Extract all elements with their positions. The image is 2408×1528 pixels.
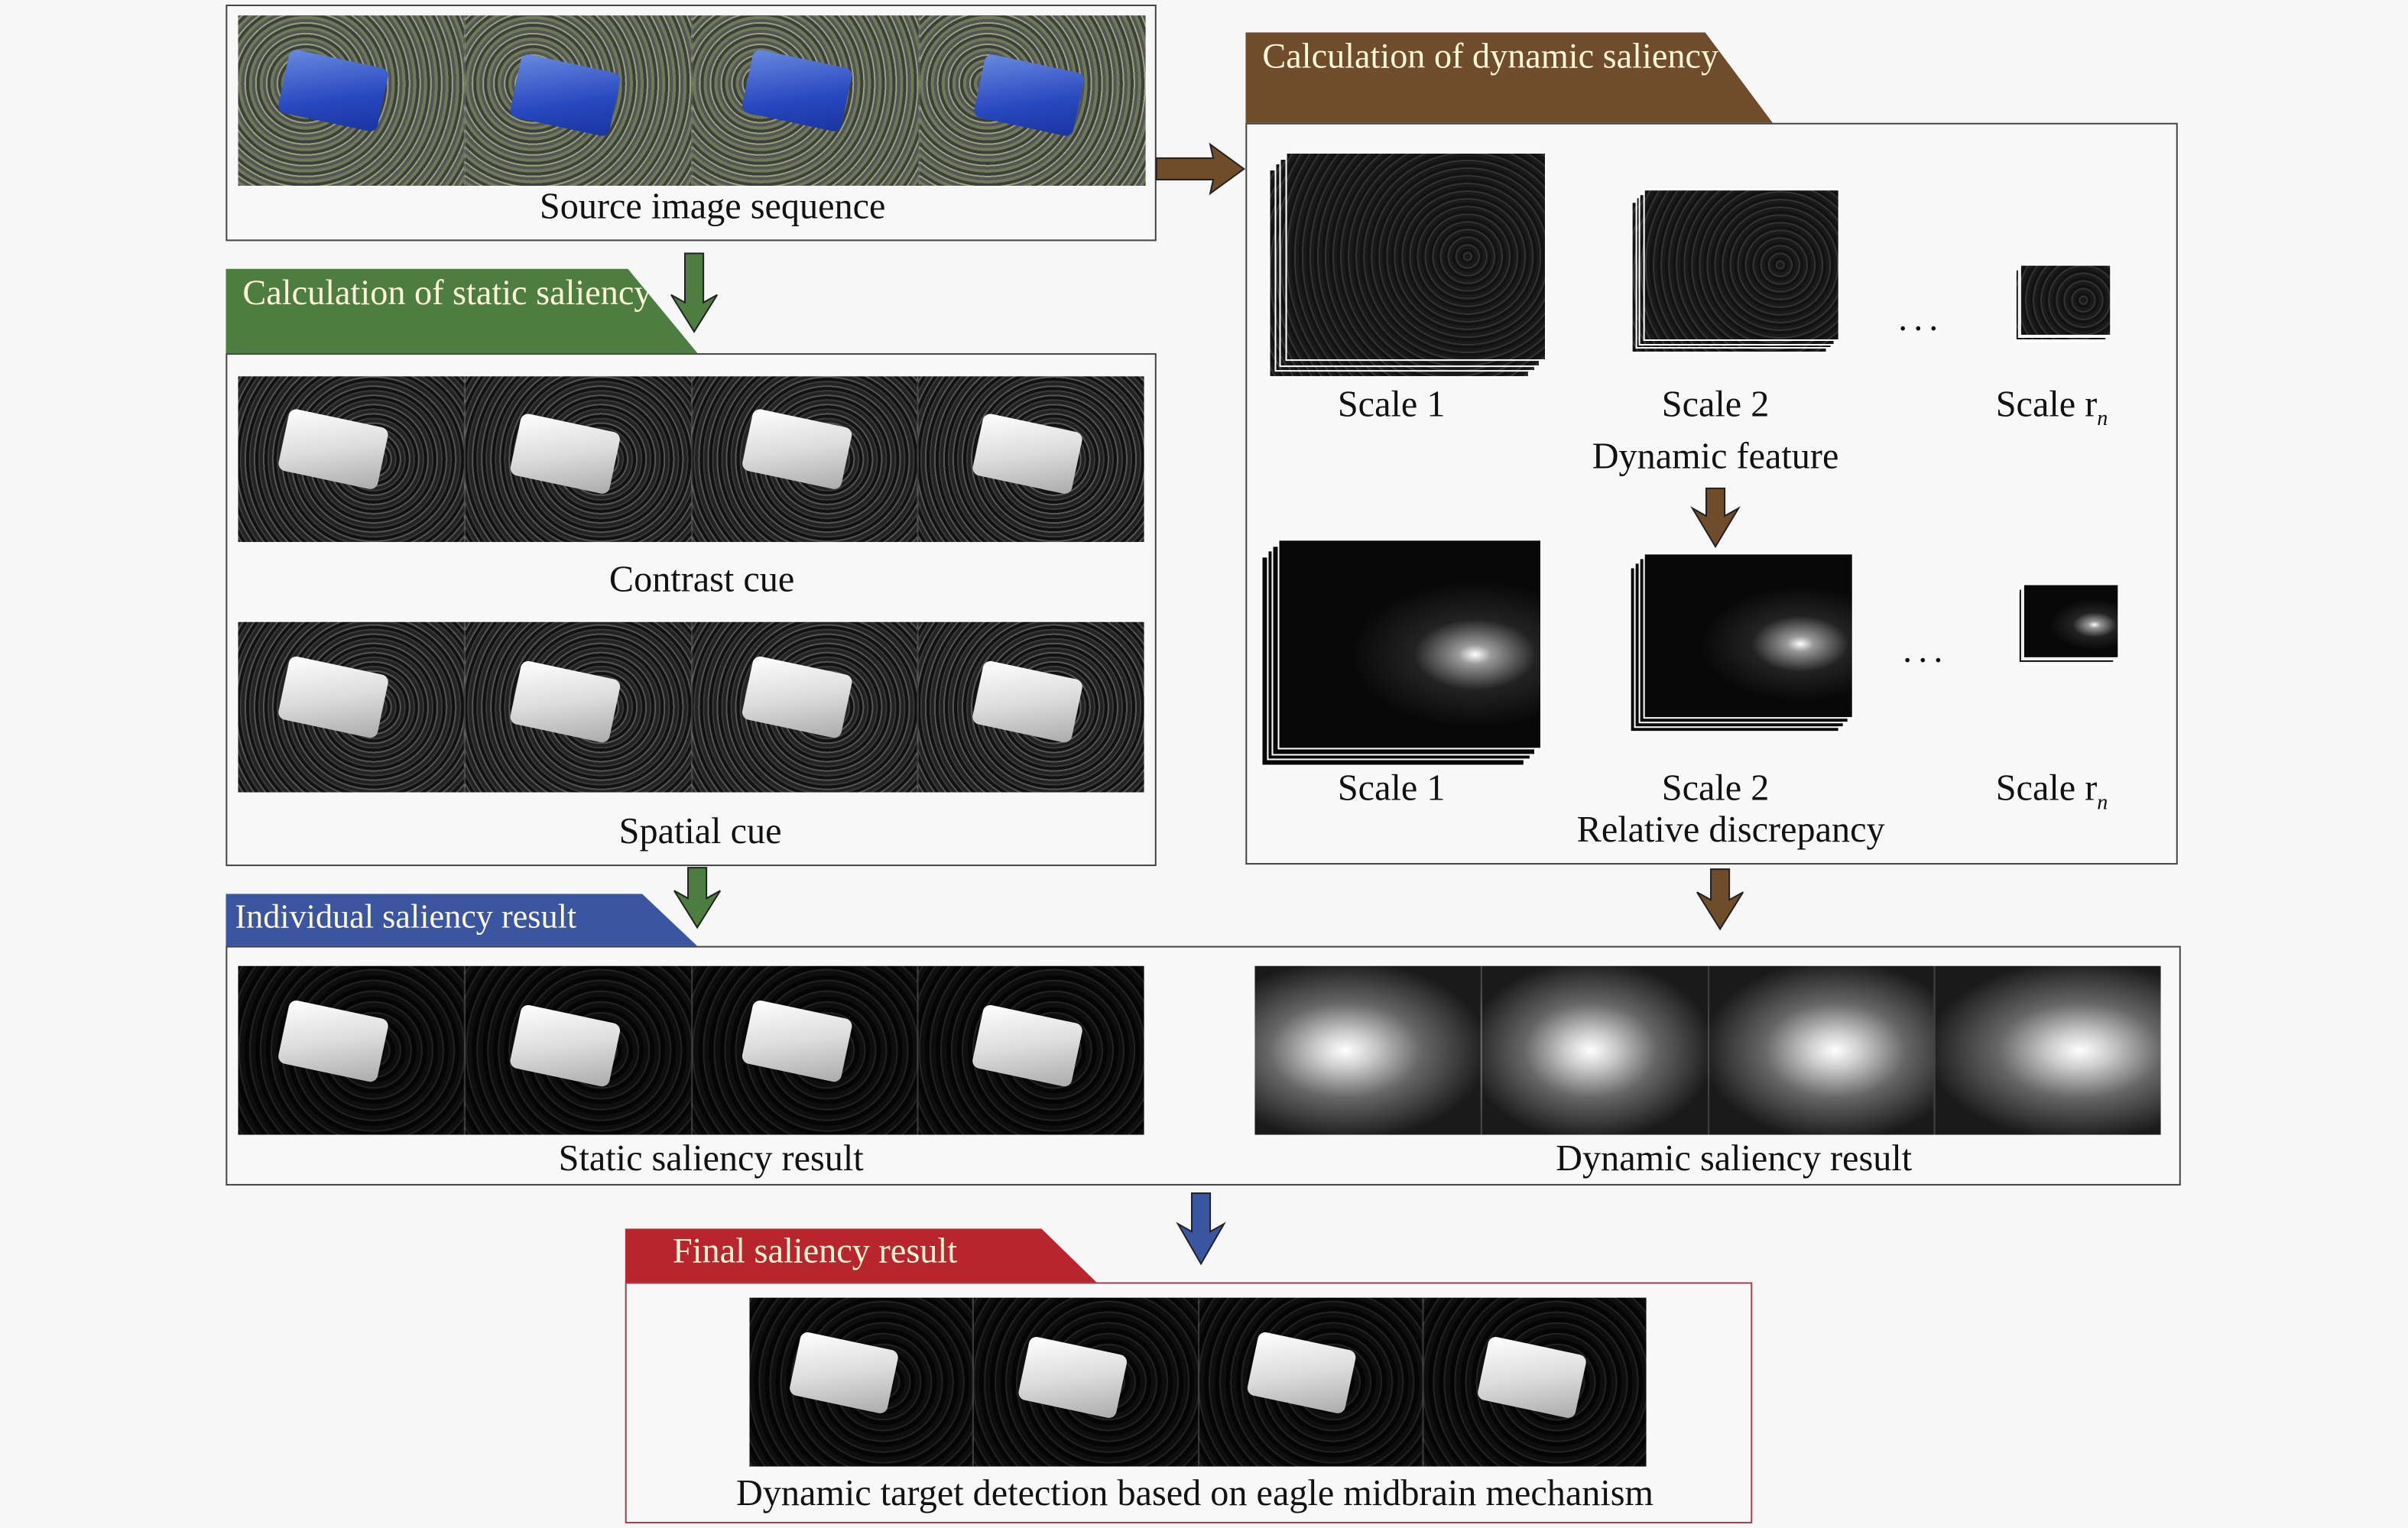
static-saliency-strip — [238, 965, 1144, 1135]
arrow-dynamic-to-individual — [1696, 868, 1744, 931]
source-caption: Source image sequence — [539, 187, 886, 228]
image-frame — [465, 15, 693, 187]
stack-layer — [1285, 151, 1547, 362]
discrepancy-scale-rn-label: Scale rn — [1996, 771, 2108, 816]
source-image-strip — [238, 15, 1146, 187]
image-frame — [465, 965, 693, 1135]
feature-stack-scale-rn — [2013, 264, 2112, 343]
scale-text: Scale r — [1995, 769, 2098, 809]
dynamic-saliency-strip — [1254, 965, 2161, 1135]
stack-layer — [1643, 553, 1854, 719]
static-saliency-caption: Static saliency result — [558, 1139, 864, 1179]
discrepancy-ellipsis: ... — [1903, 631, 1949, 671]
contrast-cue-caption: Contrast cue — [608, 560, 795, 601]
image-frame — [465, 376, 693, 543]
individual-section-header: Individual saliency result — [226, 894, 699, 948]
arrow-individual-to-final — [1176, 1192, 1226, 1266]
image-frame — [920, 15, 1146, 187]
image-frame — [749, 1297, 975, 1467]
stack-layer — [2019, 264, 2112, 336]
image-frame — [692, 621, 919, 793]
image-frame — [238, 965, 466, 1135]
arrow-source-to-static — [670, 252, 719, 333]
subscript-n: n — [2097, 407, 2108, 432]
image-frame — [918, 965, 1144, 1135]
static-section-header: Calculation of static saliency — [226, 268, 699, 355]
subscript-n: n — [2097, 792, 2108, 816]
discrepancy-stack-scale-rn — [2016, 583, 2120, 665]
dynamic-feature-caption: Dynamic feature — [1592, 437, 1839, 478]
image-frame — [974, 1297, 1199, 1467]
final-caption: Dynamic target detection based on eagle … — [735, 1474, 1654, 1514]
feature-scale-2-label: Scale 2 — [1661, 385, 1770, 426]
image-frame — [238, 15, 466, 187]
arrow-source-to-dynamic — [1155, 142, 1245, 196]
image-frame — [1423, 1297, 1647, 1467]
image-frame — [693, 15, 920, 187]
scale-text: Scale r — [1995, 385, 2098, 426]
spatial-cue-strip — [238, 621, 1144, 793]
image-frame — [465, 621, 693, 793]
discrepancy-stack-scale-2 — [1629, 553, 1854, 733]
feature-stack-scale-2 — [1631, 189, 1840, 354]
feature-scale-1-label: Scale 1 — [1337, 385, 1446, 426]
dynamic-section-header: Calculation of dynamic saliency — [1245, 32, 1774, 125]
image-frame — [918, 621, 1144, 793]
image-frame — [238, 621, 466, 793]
discrepancy-scale-2-label: Scale 2 — [1661, 769, 1770, 809]
final-section-header: Final saliency result — [625, 1228, 1099, 1284]
final-saliency-strip — [749, 1297, 1647, 1467]
image-frame — [692, 376, 919, 543]
image-frame — [1199, 1297, 1423, 1467]
arrow-feature-to-discrepancy — [1690, 487, 1741, 549]
dynamic-saliency-caption: Dynamic saliency result — [1556, 1139, 1913, 1179]
stack-layer — [2022, 583, 2120, 659]
image-frame — [918, 376, 1144, 543]
image-frame — [1254, 965, 1482, 1135]
feature-scale-rn-label: Scale rn — [1996, 387, 2108, 431]
image-frame — [238, 376, 466, 543]
image-frame — [1709, 965, 1936, 1135]
image-frame — [1935, 965, 2161, 1135]
image-frame — [1481, 965, 1709, 1135]
feature-stack-scale-1 — [1268, 151, 1547, 378]
discrepancy-scale-1-label: Scale 1 — [1337, 769, 1446, 809]
feature-ellipsis: ... — [1898, 299, 1945, 339]
spatial-cue-caption: Spatial cue — [618, 812, 782, 852]
stack-layer — [1643, 189, 1840, 341]
image-frame — [692, 965, 919, 1135]
stack-layer — [1277, 539, 1543, 750]
contrast-cue-strip — [238, 376, 1144, 543]
discrepancy-stack-scale-1 — [1261, 539, 1543, 767]
arrow-static-to-individual — [673, 867, 722, 929]
relative-discrepancy-caption: Relative discrepancy — [1576, 810, 1885, 851]
